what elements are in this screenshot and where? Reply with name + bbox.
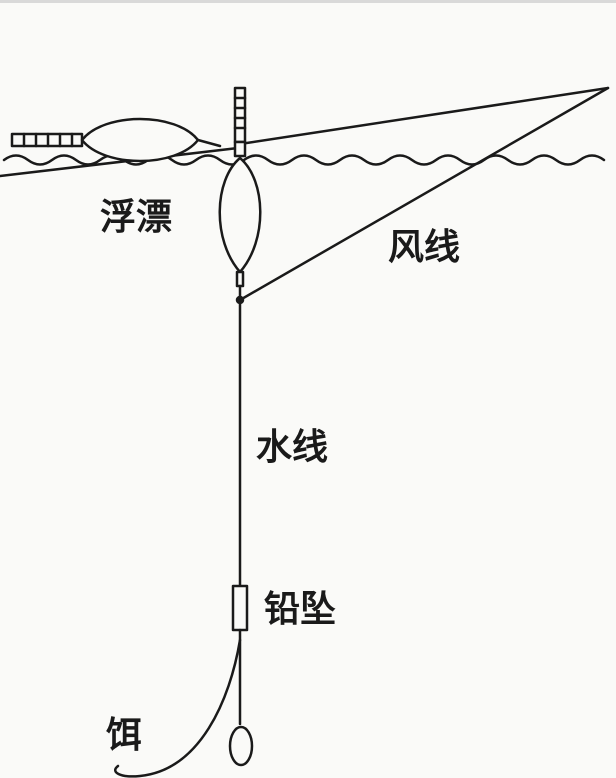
sinker-shape (231, 584, 249, 632)
top-border (0, 0, 616, 3)
wind-line-label: 风线 (388, 227, 461, 268)
water-surface (2, 154, 606, 166)
water-line-label: 水线 (256, 427, 329, 468)
float-antenna (233, 86, 247, 158)
wind-line-diagonal (238, 86, 610, 302)
sinker-label: 铅坠 (264, 589, 337, 630)
float-label: 浮漂 (100, 197, 173, 238)
surface-float (10, 117, 222, 163)
bait-label: 饵 (106, 715, 143, 756)
curved-leader (114, 638, 242, 778)
bait-shape (228, 725, 254, 767)
float-stem (235, 270, 245, 288)
wind-line-upper (238, 86, 610, 146)
float-body (218, 156, 262, 274)
left-line (0, 146, 240, 178)
